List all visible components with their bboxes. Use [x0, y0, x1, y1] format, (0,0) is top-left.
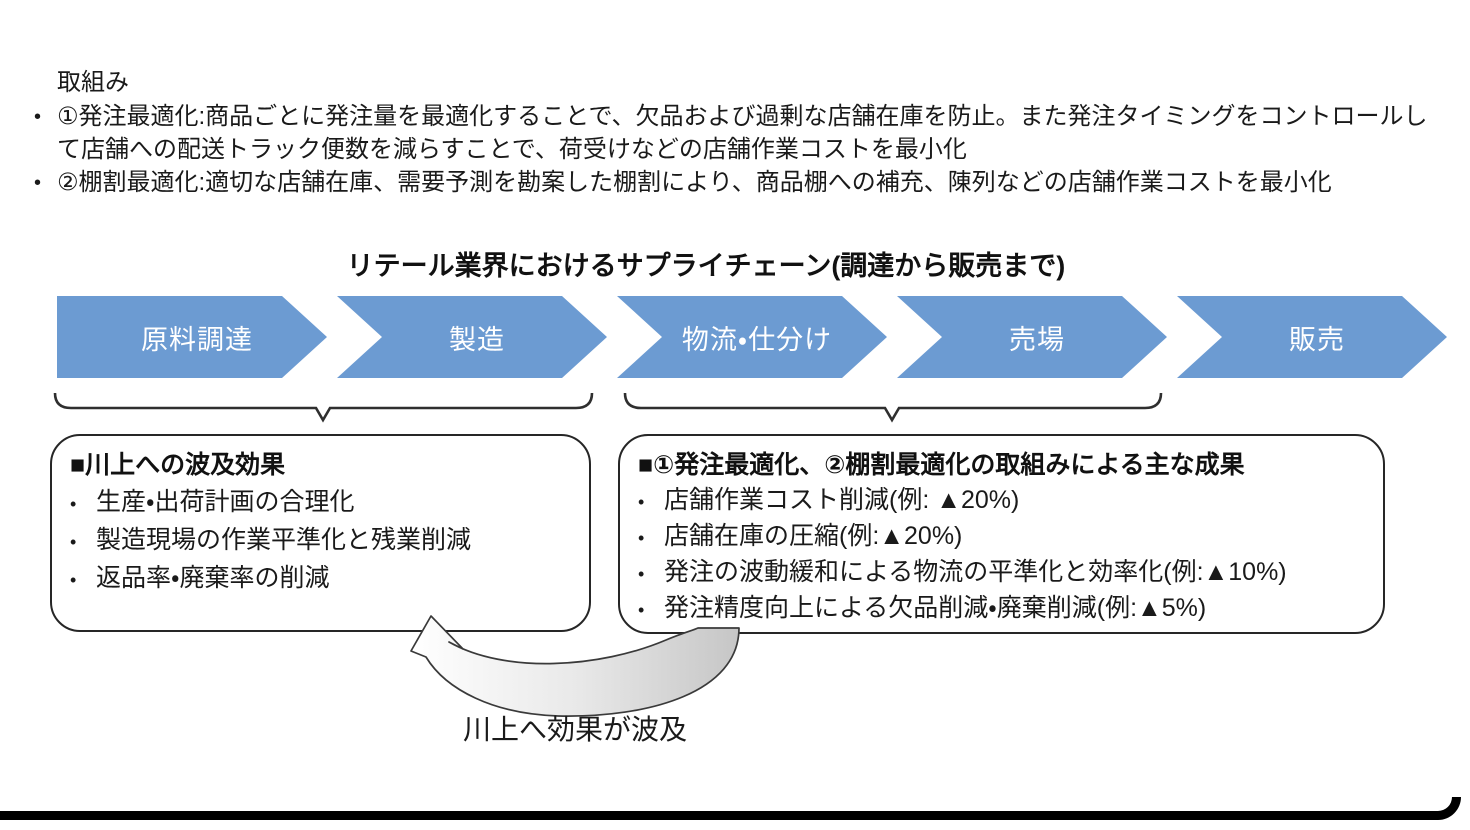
optimization-results-box: ■①発注最適化、②棚割最適化の取組みによる主な成果 • 店舗作業コスト削減(例:… [618, 434, 1385, 634]
chevron-shape-manufacturing [337, 296, 607, 378]
result-text: 店舗在庫の圧縮(例:▲20%) [664, 522, 963, 550]
feedback-arrow-label: 川上へ効果が波及 [462, 714, 687, 745]
stage-label-logistics: 物流・仕分け [681, 324, 833, 355]
bullet-marker: • [70, 570, 77, 590]
stage-label-procurement: 原料調達 [141, 324, 253, 355]
initiatives-heading: 取組み [57, 69, 129, 96]
result-text: 発注の波動緩和による物流の平準化と効率化(例:▲10%) [664, 558, 1287, 586]
chevron-shape-procurement [57, 296, 327, 378]
bracket-store-side [623, 392, 1163, 423]
bullet-marker: • [70, 494, 77, 514]
initiative-item-shelf-optimization: • ②棚割最適化:適切な店舗在庫、需要予測を勘案した棚割により、商品棚への補充、… [34, 166, 1434, 200]
result-item: • 発注の波動緩和による物流の平準化と効率化(例:▲10%) [638, 555, 1365, 591]
bullet-marker: • [638, 600, 645, 620]
initiative-item-order-optimization: • ①発注最適化:商品ごとに発注量を最適化することで、欠品および過剰な店舗在庫を… [34, 100, 1434, 166]
bullet-marker: • [638, 528, 645, 548]
upstream-effects-title: ■川上への波及効果 [70, 451, 286, 479]
initiative-text: ②棚割最適化:適切な店舗在庫、需要予測を勘案した棚割により、商品棚への補充、陳列… [57, 169, 1332, 196]
bullet-marker: • [70, 532, 77, 552]
result-item: • 店舗作業コスト削減(例: ▲20%) [638, 483, 1365, 519]
chevron-shape-salesfloor [897, 296, 1167, 378]
bullet-marker: • [638, 564, 645, 584]
slide-bottom-border [0, 797, 1461, 820]
initiative-text: ①発注最適化:商品ごとに発注量を最適化することで、欠品および過剰な店舗在庫を防止… [57, 103, 1428, 163]
diagram-title: リテール業界におけるサプライチェーン(調達から販売まで) [346, 251, 1066, 281]
upstream-effect-item: • 返品率・廃棄率の削減 [70, 560, 571, 598]
upstream-effect-text: 返品率・廃棄率の削減 [96, 564, 330, 592]
stage-label-manufacturing: 製造 [449, 324, 505, 355]
upstream-effect-item: • 製造現場の作業平準化と残業削減 [70, 522, 571, 560]
bullet-marker: • [34, 172, 42, 194]
stage-label-salesfloor: 売場 [1009, 324, 1065, 355]
bullet-marker: • [34, 106, 42, 128]
result-text: 発注精度向上による欠品削減・廃棄削減(例:▲5%) [664, 594, 1207, 622]
result-item: • 店舗在庫の圧縮(例:▲20%) [638, 519, 1365, 555]
upstream-effects-box: ■川上への波及効果 • 生産・出荷計画の合理化 • 製造現場の作業平準化と残業削… [50, 434, 591, 632]
stage-label-sales: 販売 [1289, 324, 1345, 355]
upstream-effect-text: 製造現場の作業平準化と残業削減 [96, 526, 472, 554]
bullet-marker: • [638, 492, 645, 512]
upstream-effect-item: • 生産・出荷計画の合理化 [70, 484, 571, 522]
optimization-results-title: ■①発注最適化、②棚割最適化の取組みによる主な成果 [638, 451, 1245, 479]
supply-chain-chevrons [57, 296, 1447, 378]
chevron-shape-logistics [617, 296, 887, 378]
initiatives-section: 取組み • ①発注最適化:商品ごとに発注量を最適化することで、欠品および過剰な店… [34, 66, 1434, 200]
result-text: 店舗作業コスト削減(例: ▲20%) [664, 486, 1020, 514]
bracket-upstream [53, 392, 594, 423]
result-item: • 発注精度向上による欠品削減・廃棄削減(例:▲5%) [638, 591, 1365, 627]
chevron-shape-sales [1177, 296, 1447, 378]
upstream-effect-text: 生産・出荷計画の合理化 [96, 488, 355, 516]
